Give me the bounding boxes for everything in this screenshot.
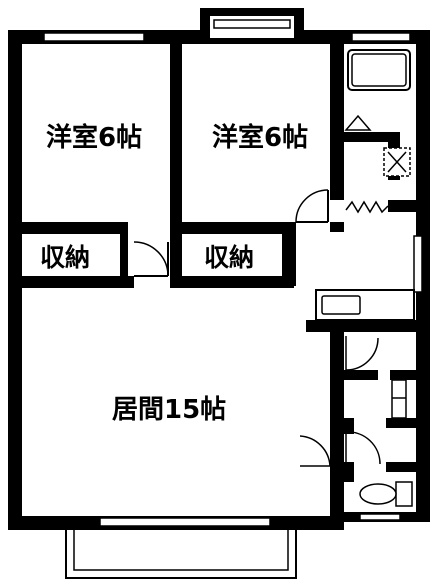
closet-shelves	[24, 222, 280, 234]
windows	[43, 19, 423, 527]
fixtures	[315, 49, 415, 507]
room-label-western-left: 洋室6帖	[46, 122, 142, 153]
balcony	[65, 530, 297, 579]
room-label-living: 居間15帖	[112, 395, 226, 425]
room-label-western-right: 洋室6帖	[212, 122, 308, 153]
doors	[133, 189, 381, 467]
storage-label-right: 収納	[204, 243, 254, 272]
storage-label-left: 収納	[40, 243, 90, 272]
